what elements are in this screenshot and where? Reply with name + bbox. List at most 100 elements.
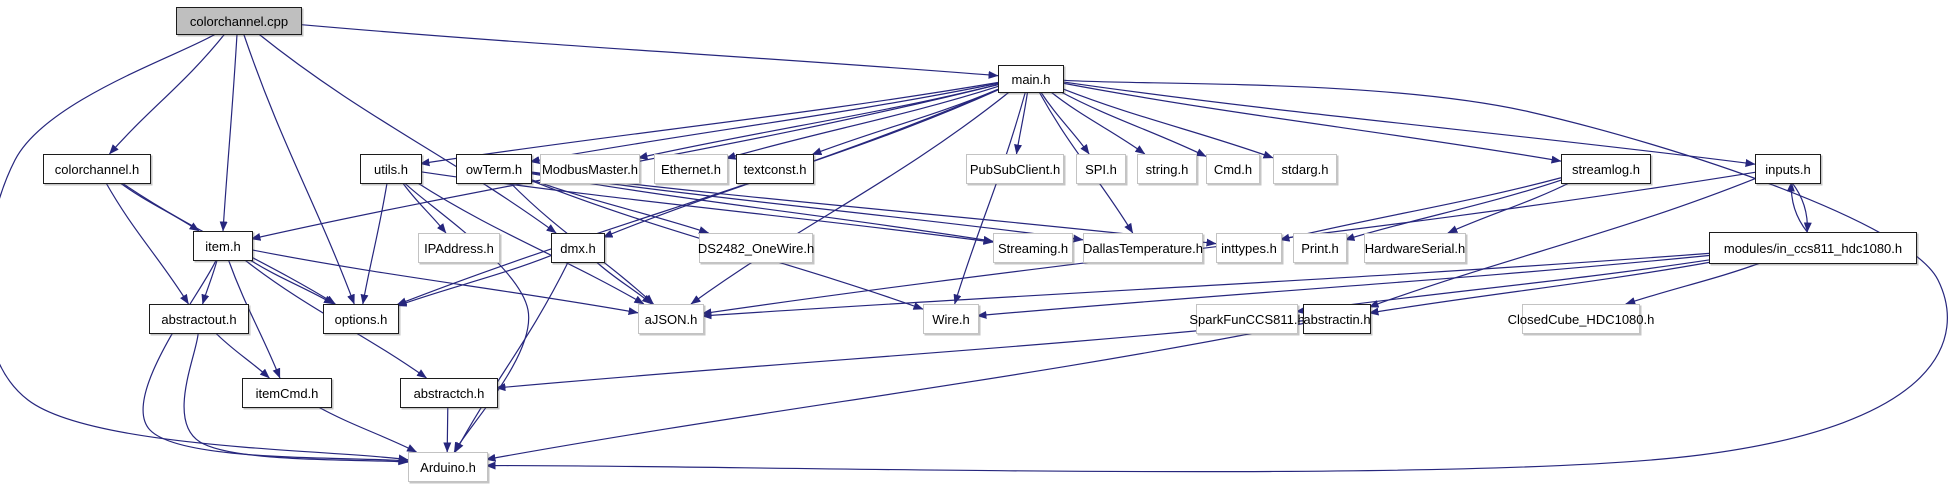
graph-node-label: itemCmd.h [255, 385, 319, 401]
edge-colorchannel_cpp-to-item_h [219, 32, 238, 232]
graph-node-label: Ethernet.h [661, 161, 721, 177]
graph-node-label: item.h [205, 238, 241, 254]
edge-main_h-to-Wire_h [953, 90, 1027, 305]
edge-modules_in_ccs811_hdc1080_h-to-abstractin_h [1368, 261, 1712, 316]
graph-node-label: Arduino.h [420, 459, 476, 475]
graph-node-inputs_h[interactable]: inputs.h [1755, 154, 1821, 184]
graph-node-label: dmx.h [560, 240, 596, 256]
edge-colorchannel_h-to-abstractout_h [104, 181, 189, 305]
graph-node-label: aJSON.h [644, 311, 698, 327]
graph-node-label: textconst.h [743, 161, 807, 177]
edge-abstractin_h-to-abstractch_h [495, 320, 1304, 392]
graph-node-label: string.h [1145, 161, 1189, 177]
graph-node-label: modules/in_ccs811_hdc1080.h [1723, 240, 1903, 256]
edge-modules_in_ccs811_hdc1080_h-to-Wire_h [976, 254, 1710, 319]
edge-colorchannel_cpp-to-Arduino_h [0, 32, 409, 463]
graph-node-Print_h: Print.h [1293, 233, 1347, 263]
graph-node-Streaming_h: Streaming.h [993, 233, 1073, 263]
edge-modules_in_ccs811_hdc1080_h-to-aJSON_h [701, 252, 1710, 320]
graph-node-label: stdarg.h [1281, 161, 1329, 177]
graph-node-utils_h[interactable]: utils.h [360, 154, 422, 184]
graph-node-label: utils.h [374, 161, 408, 177]
graph-node-label: ClosedCube_HDC1080.h [1507, 311, 1655, 327]
graph-node-Ethernet_h: Ethernet.h [654, 154, 728, 184]
graph-node-label: colorchannel.cpp [189, 13, 289, 29]
edge-owTerm_h-to-DS2482_OneWire_h [529, 178, 710, 234]
graph-node-label: streamlog.h [1572, 161, 1640, 177]
graph-node-options_h[interactable]: options.h [323, 304, 399, 334]
graph-node-aJSON_h: aJSON.h [638, 304, 704, 334]
edge-main_h-to-owTerm_h [529, 82, 999, 165]
graph-node-ClosedCube_HDC1080_h: ClosedCube_HDC1080.h [1508, 304, 1654, 334]
edge-utils_h-to-IPAddress_h [401, 181, 447, 234]
graph-node-label: SPI.h [1085, 161, 1117, 177]
edge-item_h-to-abstractout_h [201, 258, 218, 305]
graph-node-item_h[interactable]: item.h [193, 231, 253, 261]
graph-node-modules_in_ccs811_hdc1080_h[interactable]: modules/in_ccs811_hdc1080.h [1709, 232, 1917, 264]
edge-main_h-to-textconst_h [811, 88, 999, 156]
graph-node-label: Wire.h [932, 311, 970, 327]
graph-node-label: DallasTemperature.h [1083, 240, 1203, 256]
graph-node-label: SparkFunCCS811.h [1189, 311, 1305, 327]
edge-main_h-to-stdarg_h [1061, 87, 1274, 159]
graph-node-itemCmd_h[interactable]: itemCmd.h [242, 378, 332, 408]
graph-node-label: inputs.h [1765, 161, 1811, 177]
graph-node-string_h: string.h [1137, 154, 1197, 184]
edge-modules_in_ccs811_hdc1080_h-to-ClosedCube_HDC1080_h [1625, 261, 1764, 305]
graph-node-textconst_h[interactable]: textconst.h [736, 154, 814, 184]
graph-node-label: Cmd.h [1213, 161, 1253, 177]
graph-node-label: PubSubClient.h [969, 161, 1061, 177]
graph-node-label: Print.h [1301, 240, 1339, 256]
edge-main_h-to-Cmd_h [1058, 90, 1207, 157]
edge-main_h-to-Arduino_h [485, 79, 1948, 473]
graph-node-DallasTemperature_h: DallasTemperature.h [1083, 233, 1203, 263]
graph-node-label: main.h [1011, 71, 1051, 87]
edge-dmx_h-to-options_h [396, 254, 552, 307]
edge-main_h-to-string_h [1049, 90, 1146, 155]
edge-main_h-to-utils_h [419, 81, 999, 167]
edge-inputs_h-to-abstractin_h [1368, 178, 1756, 308]
graph-node-streamlog_h[interactable]: streamlog.h [1561, 154, 1651, 184]
graph-node-label: abstractout.h [161, 311, 237, 327]
graph-node-label: DS2482_OneWire.h [697, 240, 815, 256]
edge-main_h-to-ModbusMaster_h [637, 83, 999, 160]
graph-node-label: HardwareSerial.h [1364, 240, 1466, 256]
edge-main_h-to-aJSON_h [690, 90, 1011, 305]
edge-utils_h-to-Arduino_h [403, 181, 530, 453]
graph-node-SPI_h: SPI.h [1076, 154, 1126, 184]
graph-node-SparkFunCCS811_h: SparkFunCCS811.h [1189, 304, 1305, 334]
edge-abstractch_h-to-Arduino_h [443, 405, 452, 453]
edge-abstractout_h-to-itemCmd_h [214, 331, 270, 379]
edge-streamlog_h-to-inttypes_h [1279, 177, 1562, 242]
graph-node-stdarg_h: stdarg.h [1273, 154, 1337, 184]
graph-node-Arduino_h: Arduino.h [408, 452, 488, 482]
graph-node-IPAddress_h: IPAddress.h [418, 233, 500, 263]
graph-node-colorchannel_h[interactable]: colorchannel.h [43, 154, 151, 184]
graph-node-label: colorchannel.h [54, 161, 140, 177]
graph-node-abstractin_h[interactable]: abstractin.h [1303, 304, 1371, 334]
edge-abstractout_h-to-Arduino_h [183, 331, 409, 466]
edge-streamlog_h-to-Print_h [1344, 179, 1562, 241]
graph-node-inttypes_h: inttypes.h [1216, 233, 1282, 263]
graph-node-label: owTerm.h [465, 161, 523, 177]
graph-node-HardwareSerial_h: HardwareSerial.h [1364, 233, 1466, 263]
graph-node-owTerm_h[interactable]: owTerm.h [456, 154, 532, 184]
graph-node-colorchannel_cpp: colorchannel.cpp [176, 7, 302, 35]
graph-node-main_h[interactable]: main.h [998, 65, 1064, 93]
graph-node-label: abstractch.h [413, 385, 485, 401]
graph-node-DS2482_OneWire_h: DS2482_OneWire.h [697, 233, 815, 263]
graph-node-abstractch_h[interactable]: abstractch.h [400, 378, 498, 408]
graph-node-ModbusMaster_h: ModbusMaster.h [540, 154, 640, 184]
edge-itemCmd_h-to-Arduino_h [316, 405, 417, 453]
edge-colorchannel_cpp-to-options_h [242, 32, 355, 305]
graph-node-label: options.h [334, 311, 388, 327]
edge-main_h-to-streamlog_h [1061, 82, 1562, 164]
graph-node-label: IPAddress.h [424, 240, 494, 256]
graph-node-Wire_h: Wire.h [923, 304, 979, 334]
graph-node-abstractout_h[interactable]: abstractout.h [149, 304, 249, 334]
edge-item_h-to-options_h [248, 258, 334, 305]
graph-node-dmx_h[interactable]: dmx.h [551, 233, 605, 263]
graph-node-label: ModbusMaster.h [541, 161, 639, 177]
graph-node-label: abstractin.h [1303, 311, 1371, 327]
